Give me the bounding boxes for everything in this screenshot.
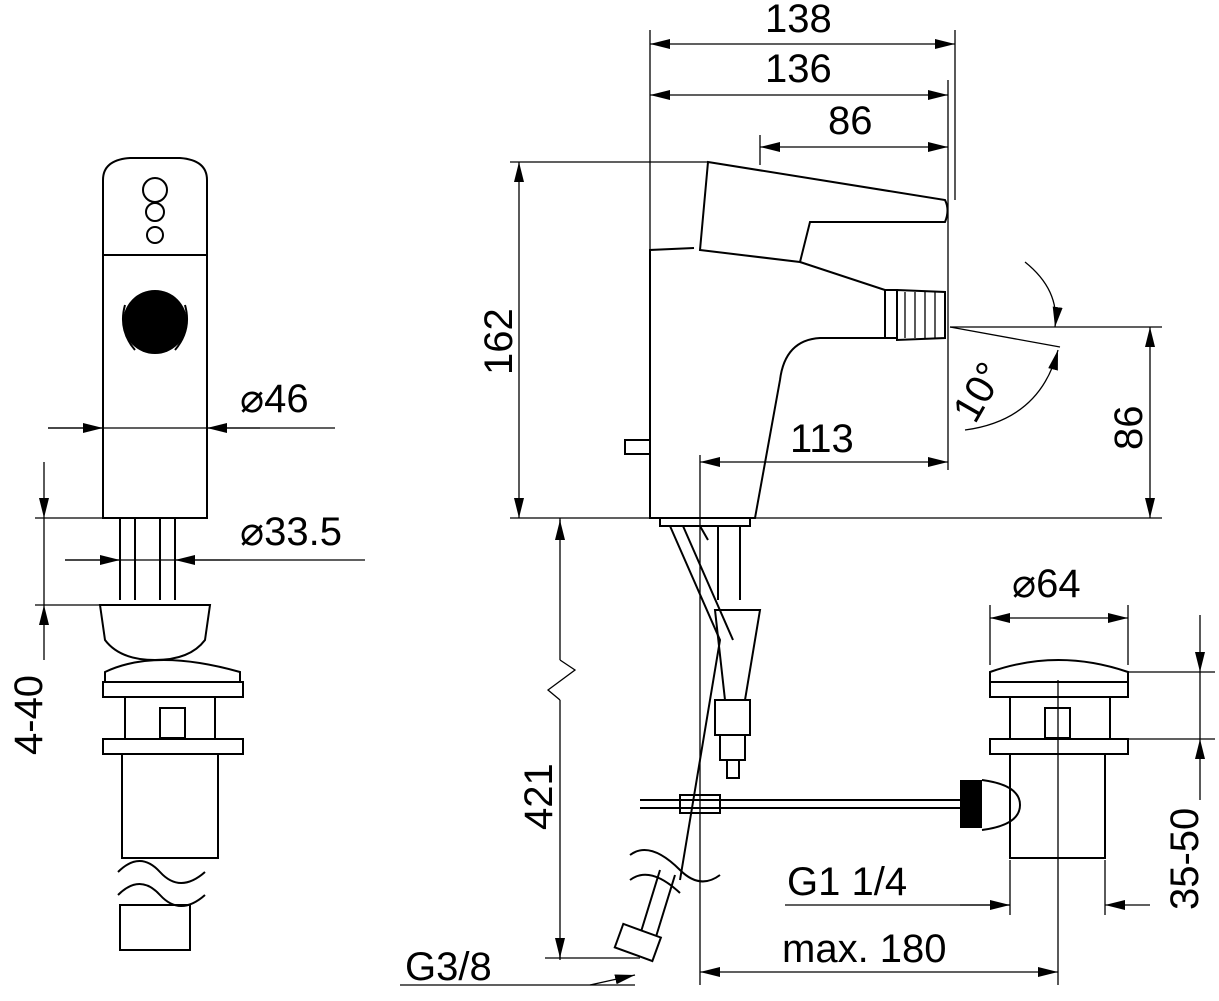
dim-g1-1-4: G1 1/4 [787, 860, 907, 904]
dim-dia-46: ⌀46 [240, 377, 309, 421]
dim-136: 136 [765, 47, 832, 91]
dim-421: 421 [517, 763, 561, 830]
front-view: ⌀46 ⌀33.5 4-40 [7, 157, 365, 951]
dim-138: 138 [765, 0, 832, 41]
side-view: 138 136 86 162 113 10° 86 421 G3/8 max. … [400, 0, 1215, 989]
dim-dia-64: ⌀64 [1012, 562, 1081, 606]
handle-knob-icon [123, 290, 187, 354]
dim-angle: 10° [945, 355, 1013, 429]
dim-162: 162 [477, 308, 521, 375]
dim-113: 113 [790, 417, 854, 461]
dim-max-180: max. 180 [782, 927, 947, 971]
waste-nut-icon [960, 780, 982, 828]
dim-35-50: 35-50 [1163, 808, 1207, 910]
dim-86-height: 86 [1107, 406, 1151, 451]
dim-thickness: 4-40 [7, 675, 51, 755]
dim-dia-33-5: ⌀33.5 [240, 510, 342, 554]
dim-g3-8: G3/8 [405, 945, 492, 989]
dim-86-lever: 86 [828, 99, 873, 143]
